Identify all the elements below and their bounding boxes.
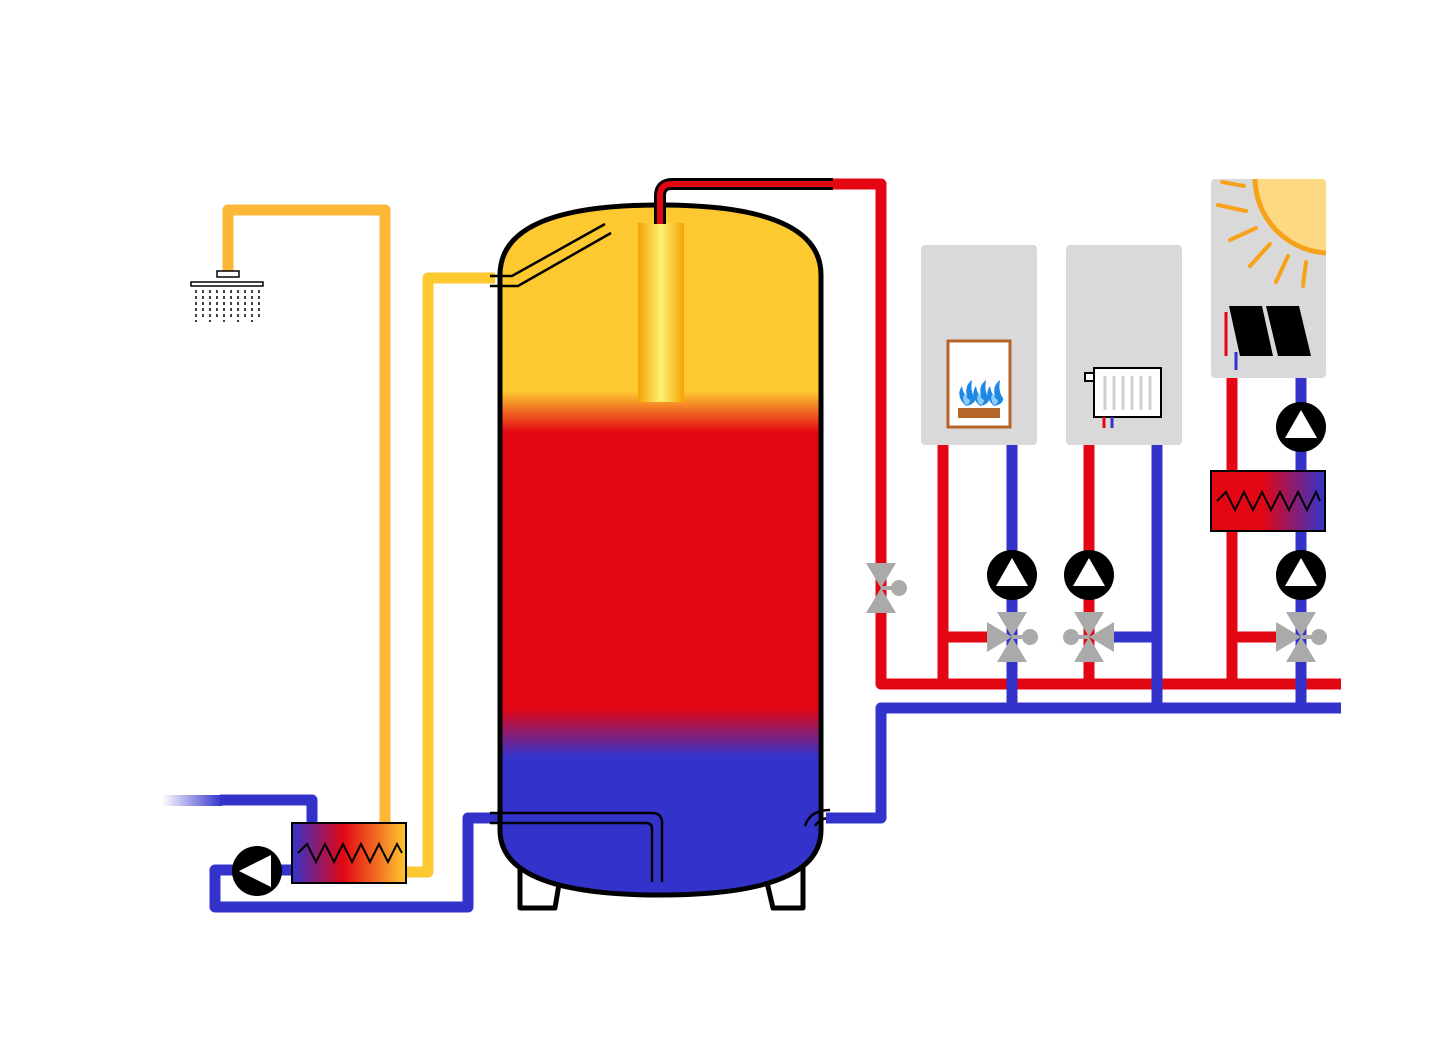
boiler-circuit — [921, 245, 1038, 708]
radiator-icon — [1084, 367, 1162, 428]
two-way-valve-icon — [866, 563, 907, 613]
buffer-tank — [490, 202, 831, 911]
three-way-mixing-valve-icon — [1276, 612, 1327, 662]
cold-water-inlet-fade — [162, 795, 222, 806]
three-way-mixing-valve-icon — [987, 612, 1038, 662]
three-way-mixing-valve-icon — [1063, 612, 1114, 662]
tank-internal-bottom-pipe — [490, 811, 664, 882]
shower-supply-pipe — [222, 204, 391, 824]
heat-exchanger-icon — [291, 822, 407, 884]
heating-main-pipes — [654, 178, 1341, 824]
tank-leg-left — [517, 860, 563, 911]
dhw-tank-outlet-pipe — [405, 272, 495, 878]
supply-header-pipe — [833, 178, 1341, 690]
cold-water-inlet-pipe — [220, 794, 318, 828]
gas-flame-icon — [946, 339, 1012, 429]
circulation-pump-icon — [987, 550, 1037, 600]
sun-icon — [1216, 179, 1326, 288]
dhw-return-pipe — [209, 812, 500, 913]
shower-head-icon — [190, 270, 264, 322]
solar-circuit — [1210, 179, 1327, 708]
tank-return-nozzle — [803, 808, 831, 827]
radiator-circuit — [1063, 245, 1182, 708]
tank-internal-dhw-pipe — [490, 222, 606, 278]
circulation-pump-icon — [1064, 550, 1114, 600]
circulation-pump-icon — [1276, 550, 1326, 600]
return-header-pipe — [826, 702, 1341, 824]
circulation-pump-icon — [232, 846, 282, 896]
heat-exchanger-icon — [1210, 470, 1326, 532]
tank-leg-right — [763, 860, 806, 911]
dhw-circuit — [162, 204, 500, 913]
tank-immersion-lance — [638, 223, 684, 402]
tank-body — [497, 202, 824, 898]
circulation-pump-icon — [1276, 402, 1326, 452]
solar-collector-icon — [1224, 306, 1311, 370]
